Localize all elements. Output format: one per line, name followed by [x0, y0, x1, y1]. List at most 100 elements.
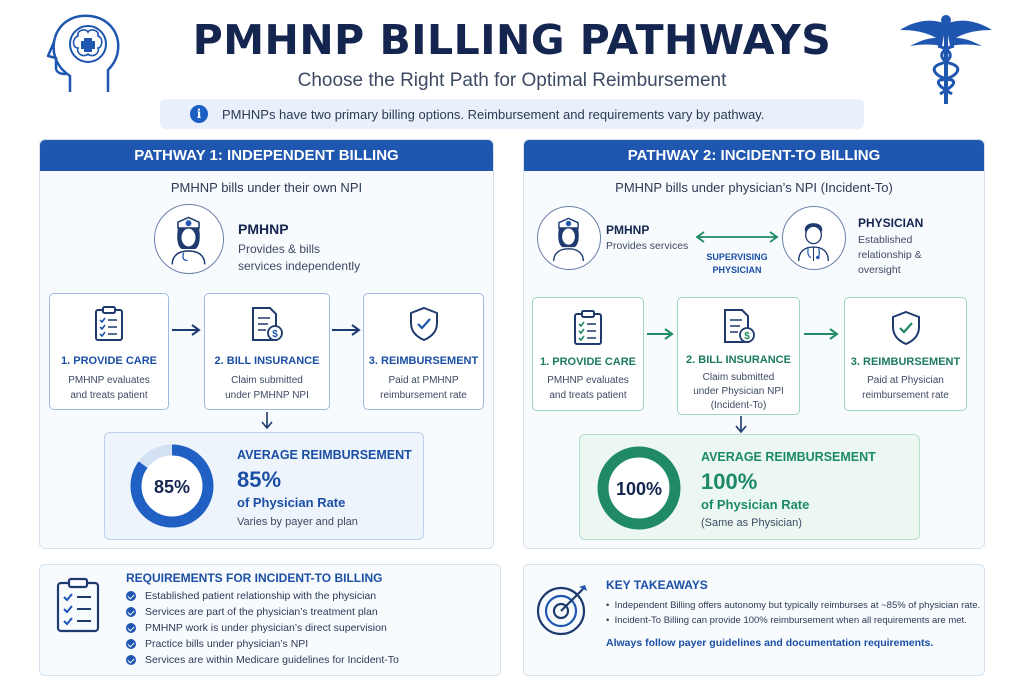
- p2-step2-desc1: Claim submitted: [702, 372, 775, 383]
- supervising-label-line1: SUPERVISING: [706, 252, 768, 262]
- p1-step2-desc2: under PMHNP NPI: [225, 390, 309, 401]
- requirement-text: Services are part of the physician’s tre…: [145, 606, 378, 618]
- requirement-item: Services are within Medicare guidelines …: [126, 654, 399, 666]
- takeaway-item: • Incident-To Billing can provide 100% r…: [606, 615, 967, 626]
- info-banner: [160, 99, 864, 129]
- p1-step-bill-insurance: $ 2. BILL INSURANCE Claim submitted unde…: [204, 293, 330, 410]
- p2-arrow-right-1: [645, 327, 677, 346]
- p2-step3-desc2: reimbursement rate: [862, 390, 949, 401]
- requirement-item: Services are part of the physician’s tre…: [126, 606, 378, 618]
- p1-reimbursement-card: 85% AVERAGE REIMBURSEMENT 85% of Physici…: [104, 432, 424, 540]
- p2-step2-desc2: under Physician NPI: [693, 386, 784, 397]
- p1-arrow-right-2: [330, 323, 364, 342]
- requirement-item: PMHNP work is under physician’s direct s…: [126, 622, 387, 634]
- physician-avatar: [782, 206, 846, 270]
- p2-step1-desc2: and treats patient: [549, 390, 627, 401]
- p1-arrow-down: [260, 411, 274, 436]
- p2-double-arrow: [694, 230, 780, 249]
- target-icon: [535, 581, 591, 642]
- p1-reimbursement-percent: 85%: [237, 467, 282, 492]
- pmhnp-role-desc-line2: services independently: [238, 259, 361, 273]
- pathway1-heading: PATHWAY 1: INDEPENDENT BILLING: [40, 140, 493, 171]
- takeaways-panel: [523, 564, 985, 676]
- check-icon: [126, 655, 136, 665]
- check-icon: [126, 623, 136, 633]
- p2-step2-desc3: (Incident-To): [710, 400, 767, 411]
- p1-step-reimbursement: 3. REIMBURSEMENT Paid at PMHNP reimburse…: [363, 293, 484, 410]
- physician-desc-line3: oversight: [858, 264, 901, 276]
- clipboard-icon: [95, 306, 123, 341]
- p2-arrow-right-2: [802, 327, 842, 346]
- requirement-text: Practice bills under physician’s NPI: [145, 638, 309, 650]
- p2-reimbursement-label: AVERAGE REIMBURSEMENT: [701, 450, 876, 464]
- brain-head-icon: [40, 8, 128, 96]
- check-icon: [126, 639, 136, 649]
- requirement-text: PMHNP work is under physician’s direct s…: [145, 622, 387, 634]
- invoice-icon: $: [252, 307, 283, 341]
- pmhnp-role-title: PMHNP: [238, 221, 289, 237]
- p2-arrow-down: [734, 415, 748, 440]
- p2-pmhnp-desc: Provides services: [606, 240, 689, 252]
- clipboard-icon: [574, 310, 602, 345]
- p2-step3-desc1: Paid at Physician: [867, 375, 944, 386]
- pathway1-subheading: PMHNP bills under their own NPI: [170, 180, 363, 195]
- p2-pmhnp-avatar: [537, 206, 601, 270]
- svg-text:$: $: [272, 329, 278, 340]
- p1-step1-title: 1. PROVIDE CARE: [61, 355, 157, 367]
- p1-step3-desc2: reimbursement rate: [380, 390, 467, 401]
- requirement-item: Established patient relationship with th…: [126, 590, 376, 602]
- doctor-icon: [797, 223, 830, 262]
- pmhnp-role-desc-line1: Provides & bills: [238, 242, 321, 256]
- p2-reimbursement-percent: 100%: [701, 469, 758, 494]
- check-icon: [126, 591, 136, 601]
- nurse-icon: [171, 216, 206, 265]
- p2-step1-desc1: PMHNP evaluates: [547, 375, 629, 386]
- p1-step2-desc1: Claim submitted: [231, 375, 303, 386]
- caduceus-icon: [896, 10, 996, 106]
- physician-title: PHYSICIAN: [858, 216, 924, 230]
- invoice-icon: $: [723, 309, 755, 343]
- check-icon: [126, 607, 136, 617]
- p1-ring-text: 85%: [154, 477, 190, 497]
- p1-step2-title: 2. BILL INSURANCE: [214, 355, 320, 367]
- p2-step2-title: 2. BILL INSURANCE: [686, 354, 791, 366]
- p1-reimbursement-ring: 85%: [130, 444, 214, 528]
- supervising-label-line2: PHYSICIAN: [712, 265, 762, 275]
- takeaway-item: • Independent Billing offers autonomy bu…: [606, 600, 981, 611]
- p2-reimbursement-note: (Same as Physician): [701, 517, 802, 529]
- page-title: PMHNP BILLING PATHWAYS: [192, 16, 832, 64]
- p2-step1-title: 1. PROVIDE CARE: [540, 356, 636, 368]
- p1-step1-desc2: and treats patient: [70, 390, 148, 401]
- pmhnp-avatar: [154, 204, 224, 274]
- svg-text:$: $: [744, 331, 750, 342]
- checklist-icon: [55, 577, 101, 638]
- shield-check-icon: [409, 306, 438, 342]
- p1-arrow-right-1: [170, 323, 204, 342]
- p2-ring-text: 100%: [616, 479, 662, 499]
- requirement-text: Services are within Medicare guidelines …: [145, 654, 399, 666]
- p1-reimbursement-of: of Physician Rate: [237, 495, 346, 510]
- p1-reimbursement-note: Varies by payer and plan: [237, 516, 358, 528]
- physician-desc-line2: relationship &: [858, 249, 922, 261]
- requirements-panel: [39, 564, 501, 676]
- p1-step3-desc1: Paid at PMHNP: [388, 375, 459, 386]
- shield-check-icon: [891, 310, 920, 346]
- p1-step3-title: 3. REIMBURSEMENT: [368, 355, 479, 367]
- p2-step-bill-insurance: $ 2. BILL INSURANCE Claim submitted unde…: [677, 297, 800, 415]
- p2-reimbursement-card: 100% AVERAGE REIMBURSEMENT 100% of Physi…: [579, 434, 920, 540]
- p2-step-reimbursement: 3. REIMBURSEMENT Paid at Physician reimb…: [844, 297, 967, 411]
- info-icon: i: [190, 105, 208, 123]
- p2-pmhnp-title: PMHNP: [606, 223, 650, 237]
- takeaway-text: Incident-To Billing can provide 100% rei…: [614, 615, 967, 626]
- pathway2-heading: PATHWAY 2: INCIDENT-TO BILLING: [524, 140, 984, 171]
- takeaway-text: Independent Billing offers autonomy but …: [614, 600, 981, 611]
- pathway2-subheading: PMHNP bills under physician’s NPI (Incid…: [615, 180, 893, 195]
- p2-reimbursement-ring: 100%: [597, 446, 681, 530]
- requirements-title: REQUIREMENTS FOR INCIDENT-TO BILLING: [126, 571, 383, 585]
- nurse-icon: [552, 217, 585, 262]
- requirement-text: Established patient relationship with th…: [145, 590, 377, 602]
- p1-step1-desc1: PMHNP evaluates: [68, 375, 150, 386]
- page-subtitle: Choose the Right Path for Optimal Reimbu…: [297, 70, 727, 91]
- p1-reimbursement-label: AVERAGE REIMBURSEMENT: [237, 448, 412, 462]
- p2-reimbursement-of: of Physician Rate: [701, 497, 810, 512]
